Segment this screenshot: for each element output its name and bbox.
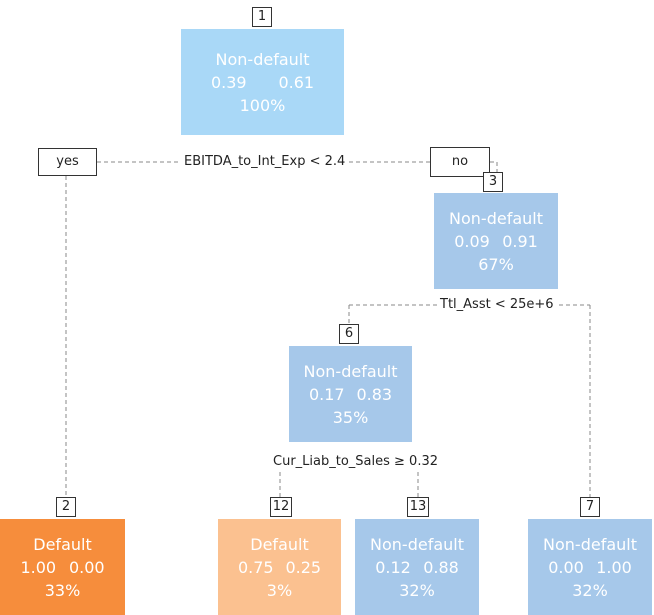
node-class-label: Default	[33, 534, 92, 554]
node-id-2: 2	[56, 497, 76, 517]
tree-node-7: Non-default 0.00 1.00 32%	[528, 519, 652, 615]
split-rule-node-6: Cur_Liab_to_Sales ≥ 0.32	[270, 454, 441, 470]
node-class-label: Non-default	[449, 208, 543, 228]
node-prob-1: 0.83	[356, 384, 393, 404]
tree-node-13: Non-default 0.12 0.88 32%	[355, 519, 479, 615]
node-prob-0: 1.00	[20, 557, 57, 577]
node-prob-1: 0.91	[502, 231, 538, 251]
node-id-1: 1	[252, 7, 272, 27]
node-prob-1: 0.61	[278, 72, 315, 92]
node-prob-0: 0.39	[210, 72, 247, 92]
node-class-label: Non-default	[543, 534, 637, 554]
tree-node-2: Default 1.00 0.00 33%	[0, 519, 125, 615]
node-prob-0: 0.00	[548, 557, 584, 577]
tree-node-6: Non-default 0.17 0.83 35%	[289, 346, 412, 442]
node-id-12: 12	[270, 497, 292, 517]
node-prob-0: 0.75	[237, 557, 274, 577]
node-prob-0: 0.12	[375, 557, 411, 577]
node-percent: 32%	[572, 580, 608, 600]
node-id-13: 13	[407, 497, 429, 517]
branch-yes-label: yes	[38, 148, 97, 176]
node-percent: 3%	[266, 580, 293, 600]
node-percent: 67%	[478, 254, 514, 274]
node-class-label: Non-default	[370, 534, 464, 554]
tree-node-12: Default 0.75 0.25 3%	[218, 519, 341, 615]
node-prob-1: 1.00	[596, 557, 632, 577]
node-prob-0: 0.09	[454, 231, 490, 251]
node-class-label: Non-default	[215, 49, 310, 69]
node-prob-1: 0.00	[68, 557, 105, 577]
node-id-3: 3	[483, 172, 503, 192]
node-percent: 35%	[332, 407, 369, 427]
branch-no-label: no	[430, 147, 490, 177]
node-class-label: Non-default	[303, 361, 398, 381]
node-id-6: 6	[339, 324, 359, 344]
node-percent: 32%	[399, 580, 435, 600]
node-percent: 33%	[44, 580, 81, 600]
node-id-7: 7	[580, 497, 600, 517]
node-percent: 100%	[239, 95, 286, 115]
split-rule-node-3: Ttl_Asst < 25e+6	[437, 297, 557, 313]
node-prob-1: 0.25	[285, 557, 322, 577]
edge-no-to-3	[490, 161, 498, 172]
tree-node-1: Non-default 0.39 0.61 100%	[181, 29, 344, 135]
node-class-label: Default	[250, 534, 309, 554]
split-rule-root: EBITDA_to_Int_Exp < 2.4	[181, 154, 349, 170]
node-prob-0: 0.17	[308, 384, 345, 404]
node-prob-1: 0.88	[423, 557, 459, 577]
tree-node-3: Non-default 0.09 0.91 67%	[434, 193, 558, 289]
